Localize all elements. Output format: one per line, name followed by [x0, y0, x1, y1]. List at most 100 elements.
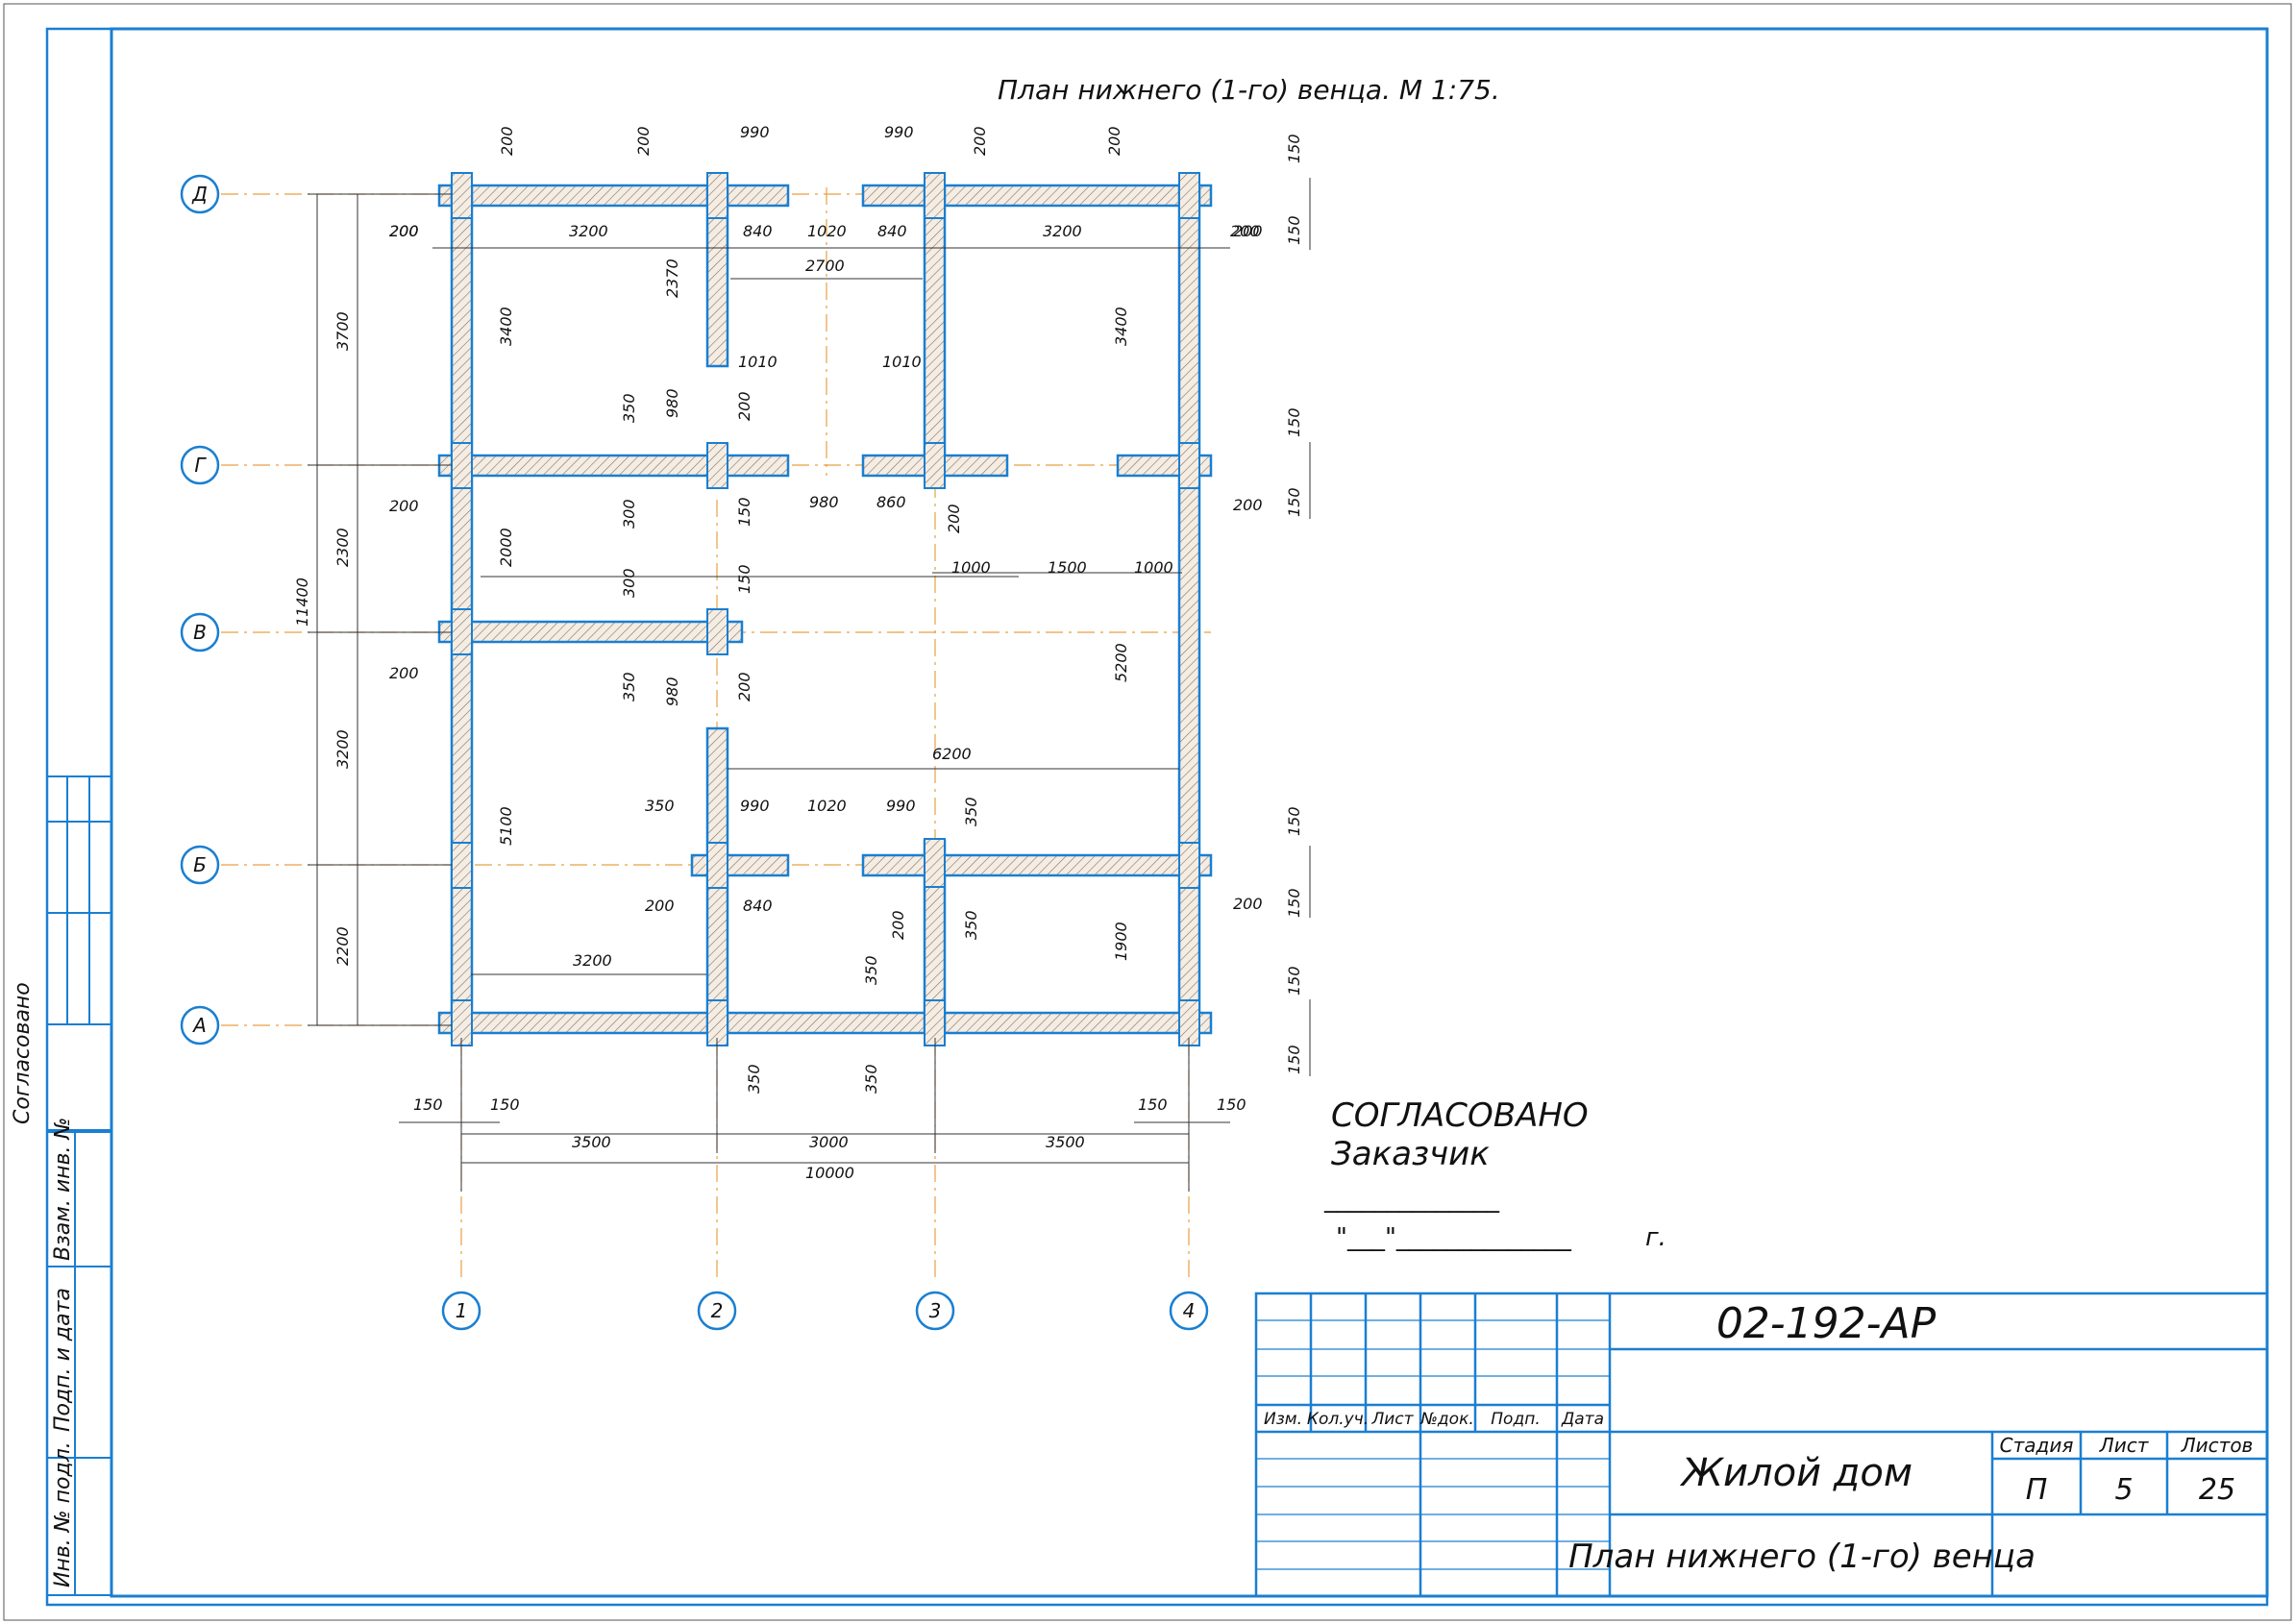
axis-label-d: Д [191, 183, 208, 206]
axis-label-g: Г [194, 454, 207, 477]
wall-b-right [861, 853, 1213, 877]
dim-misc-33: 840 [743, 897, 773, 915]
header-data: Дата [1561, 1410, 1604, 1429]
dim-misc-23: 980 [663, 677, 681, 706]
dim-misc-25: 200 [389, 664, 419, 682]
dim-d-4: 1020 [807, 222, 847, 240]
axis-bubble-1 [441, 1291, 481, 1331]
dim-misc-2: 3400 [497, 307, 515, 346]
dim-misc-40: 350 [745, 1064, 763, 1094]
dim-d-2: 3200 [569, 222, 608, 240]
dim-left-1: 3700 [333, 311, 352, 351]
stage-value: П [2026, 1473, 2048, 1507]
dim-top-4: 990 [884, 123, 914, 141]
wall-top-right [861, 184, 1213, 208]
dim-misc-41: 350 [862, 1064, 880, 1094]
side-stamp [46, 775, 112, 1596]
axis-label-3: 3 [929, 1299, 942, 1322]
side-stamp-agreed: Согласовано [11, 982, 35, 1124]
dim-misc-10: 150 [735, 497, 753, 527]
dim-top-1: 200 [498, 126, 516, 156]
dim-bottom-span-2: 3000 [809, 1133, 849, 1151]
project-name: Жилой дом [1679, 1451, 1912, 1495]
side-stamp-inv-vzam: Взам. инв. № [51, 1118, 75, 1261]
title-block-thin-lines [1256, 1319, 1610, 1570]
outer-border [3, 3, 2292, 1621]
dim-top-2: 200 [634, 126, 653, 156]
dim-misc-45: 150 [1285, 487, 1303, 517]
walls [437, 184, 1213, 1035]
axis-bubble-a [180, 1005, 220, 1046]
dim-bottom-total: 10000 [805, 1164, 854, 1182]
stage-label: Стадия [2000, 1434, 2074, 1457]
dim-misc-51: 200 [1233, 895, 1263, 913]
drawing-title: План нижнего (1-го) венца. М 1:75. [998, 74, 1500, 106]
axis-label-4: 4 [1183, 1299, 1196, 1322]
dim-bottom-off-1: 150 [413, 1095, 443, 1114]
axis-labels: Д Г В Б А 1 2 3 4 [191, 183, 1195, 1322]
dim-misc-44: 150 [1285, 407, 1303, 437]
axis-bubble-d [180, 174, 220, 214]
dim-misc-49: 150 [1285, 1045, 1303, 1074]
approval-year: г. [1645, 1223, 1666, 1252]
dim-d-3: 840 [743, 222, 773, 240]
dim-misc-21: 150 [735, 564, 753, 594]
dim-d-5: 840 [877, 222, 907, 240]
dim-bottom-off-4: 150 [1217, 1095, 1246, 1114]
dim-top-5: 200 [971, 126, 989, 156]
dim-misc-20: 300 [620, 568, 638, 598]
dim-misc-26: 6200 [932, 745, 972, 763]
dim-misc-32: 200 [645, 897, 675, 915]
sheet-label: Лист [2099, 1434, 2150, 1457]
dim-left-4: 2200 [333, 926, 352, 966]
axis-bubble-v [180, 612, 220, 652]
axis-label-a: А [191, 1014, 207, 1037]
dim-misc-0: 2700 [805, 257, 845, 275]
dim-misc-47: 150 [1285, 888, 1303, 918]
dim-left-3: 3200 [333, 729, 352, 769]
dim-misc-18: 2000 [497, 528, 515, 567]
dim-misc-7: 980 [663, 388, 681, 418]
title-block-lines [1254, 1292, 2269, 1598]
dim-misc-12: 860 [876, 493, 906, 511]
dim-misc-31: 350 [962, 797, 980, 826]
sheet-name: План нижнего (1-го) венца [1568, 1538, 2036, 1576]
doc-code: 02-192-АР [1716, 1299, 1937, 1348]
dim-left-2: 2300 [333, 528, 352, 567]
axis-label-b: Б [193, 853, 207, 876]
dim-misc-50: 200 [389, 497, 419, 515]
sheet-value: 5 [2114, 1473, 2133, 1507]
header-izm: Изм. [1264, 1410, 1302, 1429]
dim-d-6: 3200 [1043, 222, 1082, 240]
dim-bottom-off-3: 150 [1138, 1095, 1168, 1114]
dim-top-3: 990 [740, 123, 770, 141]
side-stamp-sign-date: Подп. и дата [51, 1288, 75, 1432]
dim-bottom-off-2: 150 [490, 1095, 520, 1114]
header-kol: Кол.уч. [1307, 1410, 1369, 1429]
axis-label-v: В [193, 621, 207, 644]
wall-bottom [437, 1011, 1213, 1035]
dim-misc-13: 200 [945, 504, 963, 533]
dim-misc-3: 3400 [1112, 307, 1130, 346]
wall-axis3-upper [923, 184, 947, 476]
dim-misc-8: 200 [735, 391, 753, 421]
dim-misc-24: 200 [735, 672, 753, 701]
dim-misc-28: 990 [740, 797, 770, 815]
approval-title: СОГЛАСОВАНО [1331, 1096, 1589, 1135]
dim-misc-6: 350 [620, 393, 638, 423]
wall-right [1177, 184, 1201, 1035]
dim-bottom-span-3: 3500 [1046, 1133, 1085, 1151]
dim-misc-19: 5200 [1112, 643, 1130, 682]
dim-misc-46: 150 [1285, 806, 1303, 836]
wall-g-left [437, 454, 790, 478]
log-ends [451, 172, 1200, 1046]
header-podp: Подп. [1491, 1410, 1540, 1429]
sheets-value: 25 [2199, 1473, 2235, 1507]
dim-misc-27: 350 [645, 797, 675, 815]
dim-top-6: 200 [1105, 126, 1123, 156]
dim-misc-35: 200 [889, 910, 907, 940]
dim-misc-1: 2370 [663, 258, 681, 298]
dim-misc-48: 150 [1285, 966, 1303, 996]
dim-d-7: 200 [1230, 222, 1260, 240]
